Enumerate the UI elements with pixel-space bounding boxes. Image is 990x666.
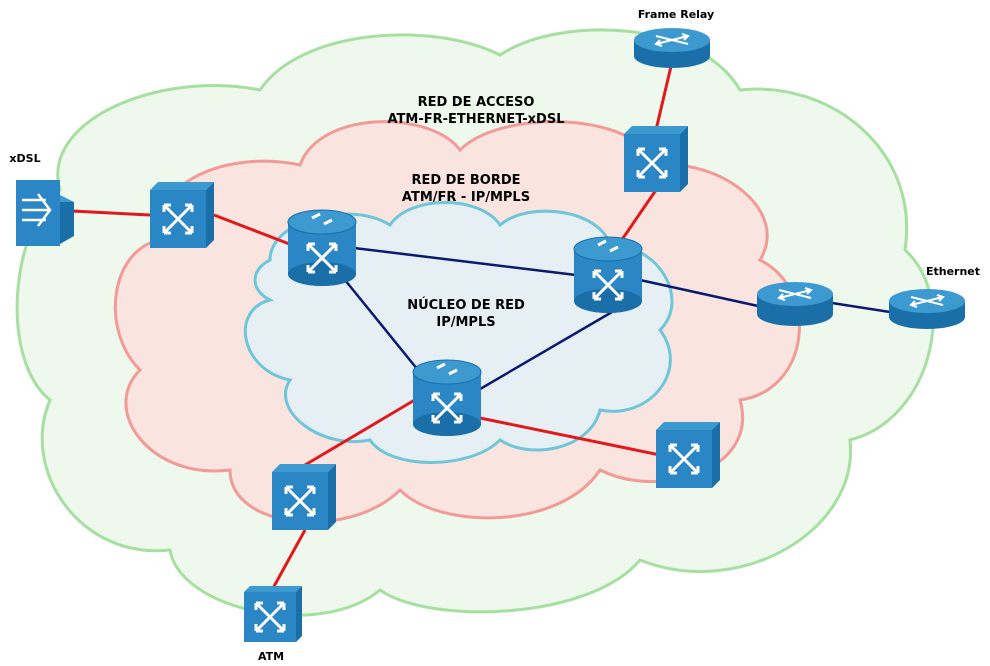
access-links xyxy=(71,61,674,591)
link-router-ethernet xyxy=(831,301,891,314)
access-network-protocols: ATM-FR-ETHERNET-xDSL xyxy=(387,112,565,127)
core-network-protocols: IP/MPLS xyxy=(436,315,496,330)
link-switch-edge-left xyxy=(213,213,293,247)
access-switch-bottom-left xyxy=(272,464,336,530)
link-framerelay-switch xyxy=(654,61,674,131)
core-switch-right xyxy=(573,236,643,313)
access-switch-bottom-right xyxy=(656,422,720,488)
edge-network-title: RED DE BORDE xyxy=(411,173,521,188)
edge-network-protocols: ATM/FR - IP/MPLS xyxy=(401,190,531,205)
access-switch-top-right xyxy=(624,126,688,192)
xdsl-label: xDSL xyxy=(9,152,41,165)
xdsl-dslam xyxy=(16,180,74,246)
atm-label: ATM xyxy=(257,650,285,663)
link-core-right-bottom xyxy=(474,310,613,394)
core-switch-left xyxy=(287,209,357,286)
frame-relay-label: Frame Relay xyxy=(637,8,715,21)
frame-relay-router xyxy=(634,28,710,68)
link-core-left-right xyxy=(353,246,577,277)
link-atm-switch xyxy=(270,529,307,591)
link-xdsl-switch xyxy=(71,209,151,217)
core-links xyxy=(344,246,891,394)
atm-switch xyxy=(244,586,302,642)
access-switch-left xyxy=(150,182,214,248)
access-network-label: RED DE ACCESO ATM-FR-ETHERNET-xDSL xyxy=(388,94,565,128)
core-network-title: NÚCLEO DE RED xyxy=(407,298,525,313)
ethernet-router xyxy=(889,289,965,329)
core-switch-bottom xyxy=(412,359,482,436)
ethernet-label: Ethernet xyxy=(925,265,981,278)
link-core-left-bottom xyxy=(344,279,423,376)
edge-router xyxy=(757,282,833,326)
core-network-label: NÚCLEO DE RED IP/MPLS xyxy=(407,297,525,331)
access-network-title: RED DE ACCESO xyxy=(417,95,535,110)
link-core-right-router xyxy=(639,278,759,308)
link-core-switch-right xyxy=(479,416,661,457)
link-core-switch-atm xyxy=(304,396,419,467)
edge-network-label: RED DE BORDE ATM/FR - IP/MPLS xyxy=(402,172,530,206)
